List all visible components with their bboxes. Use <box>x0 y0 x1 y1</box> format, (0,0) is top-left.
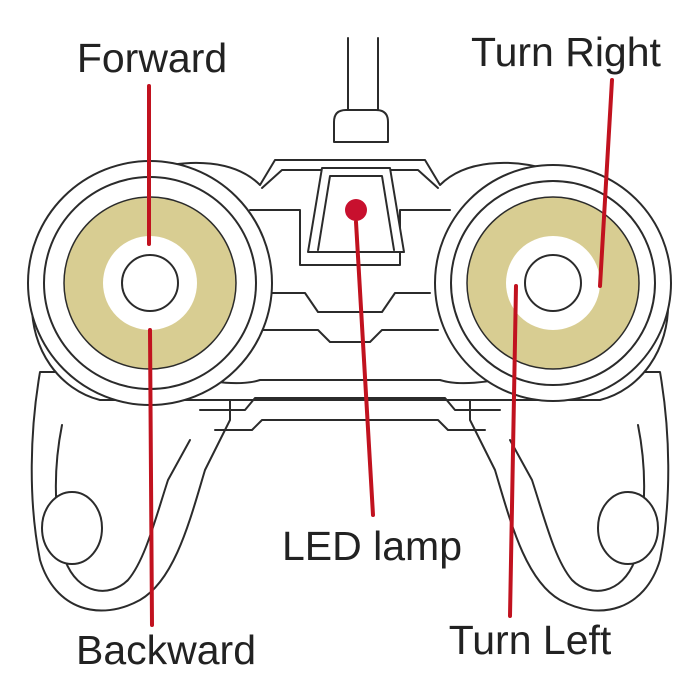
right-grip-button <box>597 491 659 565</box>
led-lamp-leader <box>354 220 375 517</box>
cable <box>333 37 389 143</box>
backward-leader <box>148 328 154 627</box>
turn-left-leader <box>508 284 518 618</box>
right-joystick-icon <box>434 164 672 402</box>
labels: Forward Turn Right LED lamp Backward Tur… <box>76 29 662 673</box>
left-grip-button <box>41 491 103 565</box>
backward-label: Backward <box>76 627 256 673</box>
leader-lines <box>147 78 614 627</box>
led-housing <box>307 167 405 253</box>
turn-right-label: Turn Right <box>471 29 661 75</box>
turn-right-leader <box>598 78 614 288</box>
left-joystick-icon <box>27 160 273 406</box>
forward-label: Forward <box>77 35 227 81</box>
turn-left-label: Turn Left <box>449 617 612 663</box>
led-dot-icon <box>345 199 367 221</box>
led-lamp-label: LED lamp <box>282 523 462 569</box>
